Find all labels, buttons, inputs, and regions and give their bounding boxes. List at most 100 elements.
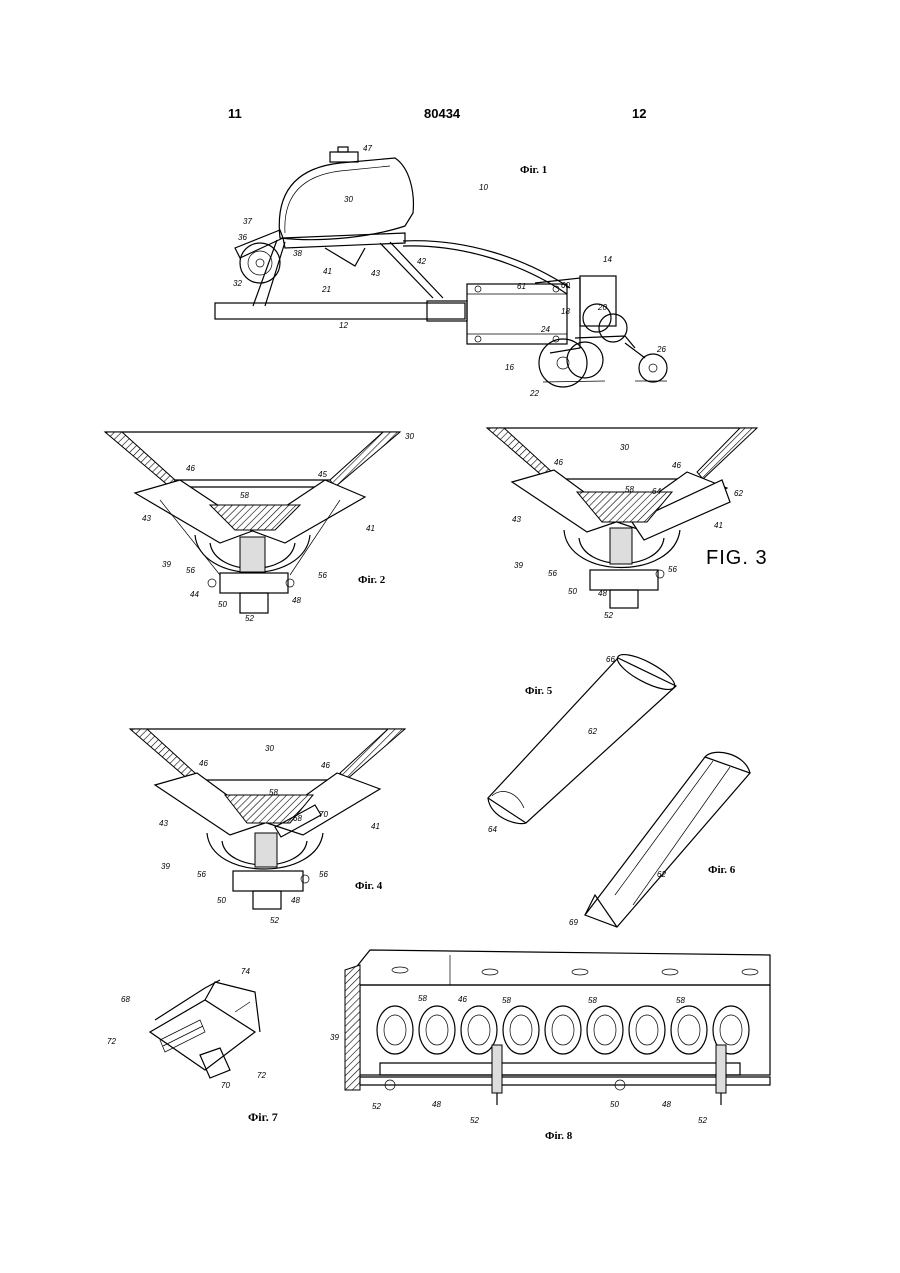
fig8-label: 58 xyxy=(588,996,597,1005)
fig4-label: 48 xyxy=(291,896,300,905)
fig1-label: 60 xyxy=(561,281,570,290)
fig4-label: 56 xyxy=(197,870,206,879)
fig3-label: 46 xyxy=(554,458,563,467)
fig2-label: 58 xyxy=(240,491,249,500)
fig8-label: 52 xyxy=(372,1102,381,1111)
fig5-label: 64 xyxy=(488,825,497,834)
fig5-label: 66 xyxy=(606,655,615,664)
fig3-label: 50 xyxy=(568,587,577,596)
figure-8-caption: Фіг. 8 xyxy=(545,1130,572,1142)
figure-5-caption: Фіг. 5 xyxy=(525,685,552,697)
fig4-label: 46 xyxy=(199,759,208,768)
figure-3-drawing: 30 46 46 58 64 62 43 41 39 56 56 50 48 5… xyxy=(482,422,772,627)
fig4-label: 43 xyxy=(159,819,168,828)
figure-6-drawing: 62 69 xyxy=(555,745,765,935)
fig7-label: 72 xyxy=(257,1071,266,1080)
fig2-label: 44 xyxy=(190,590,199,599)
page-number-right: 12 xyxy=(632,106,646,121)
fig2-label: 43 xyxy=(142,514,151,523)
fig3-label: 39 xyxy=(514,561,523,570)
fig3-label: 30 xyxy=(620,443,629,452)
fig1-label: 10 xyxy=(479,183,488,192)
fig3-label: 56 xyxy=(668,565,677,574)
fig1-label: 43 xyxy=(371,269,380,278)
fig4-label: 46 xyxy=(321,761,330,770)
fig8-label: 50 xyxy=(610,1100,619,1109)
fig1-label: 61 xyxy=(517,282,526,291)
fig3-label: 43 xyxy=(512,515,521,524)
fig2-label: 46 xyxy=(186,464,195,473)
figure-4-drawing: 30 46 46 58 68 70 43 41 39 56 56 50 48 5… xyxy=(125,723,410,928)
fig1-label: 22 xyxy=(529,389,539,398)
fig4-label: 39 xyxy=(161,862,170,871)
fig3-label: 64 xyxy=(652,487,661,496)
fig1-label: 42 xyxy=(417,257,426,266)
fig2-label: 52 xyxy=(245,614,254,623)
fig8-label: 39 xyxy=(330,1033,339,1042)
fig3-label: 41 xyxy=(714,521,723,530)
fig4-label: 41 xyxy=(371,822,380,831)
figure-7-drawing: 74 68 72 72 70 xyxy=(95,960,295,1090)
fig1-label: 14 xyxy=(603,255,612,264)
fig1-label: 32 xyxy=(233,279,242,288)
fig2-label: 30 xyxy=(405,432,414,441)
figure-4-caption: Фіг. 4 xyxy=(355,880,382,892)
patent-number: 80434 xyxy=(424,106,460,121)
fig4-label: 56 xyxy=(319,870,328,879)
fig2-label: 50 xyxy=(218,600,227,609)
figure-2-caption: Фіг. 2 xyxy=(358,574,385,586)
fig4-label: 58 xyxy=(269,788,278,797)
fig3-label: 52 xyxy=(604,611,613,620)
fig4-label: 50 xyxy=(217,896,226,905)
fig1-label: 24 xyxy=(540,325,550,334)
fig3-label: 48 xyxy=(598,589,607,598)
fig7-label: 72 xyxy=(107,1037,116,1046)
figure-1-caption: Фіг. 1 xyxy=(520,164,547,176)
fig6-label: 69 xyxy=(569,918,578,927)
figure-2-drawing: 30 46 45 58 43 41 39 56 56 44 50 48 52 xyxy=(100,425,430,625)
fig2-label: 48 xyxy=(292,596,301,605)
fig8-label: 46 xyxy=(458,995,467,1004)
fig8-label: 52 xyxy=(470,1116,479,1125)
fig8-label: 48 xyxy=(432,1100,441,1109)
fig4-label: 52 xyxy=(270,916,279,925)
fig1-label: 12 xyxy=(339,321,348,330)
fig1-label: 38 xyxy=(293,249,302,258)
fig2-label: 45 xyxy=(318,470,327,479)
figure-1-drawing: 47 30 10 37 36 38 41 43 42 14 32 21 61 6… xyxy=(205,138,705,403)
fig4-label: 68 xyxy=(293,814,302,823)
fig1-label: 16 xyxy=(505,363,514,372)
fig1-label: 26 xyxy=(656,345,666,354)
fig7-label: 68 xyxy=(121,995,130,1004)
fig2-label: 56 xyxy=(318,571,327,580)
figure-7-caption: Фіг. 7 xyxy=(248,1110,278,1125)
fig5-label: 62 xyxy=(588,727,597,736)
fig1-label: 18 xyxy=(561,307,570,316)
fig3-label: 58 xyxy=(625,485,634,494)
fig7-label: 74 xyxy=(241,967,250,976)
fig2-label: 39 xyxy=(162,560,171,569)
figure-8-drawing: 58 46 58 58 58 39 52 48 52 50 48 52 xyxy=(320,945,780,1140)
fig4-label: 70 xyxy=(319,810,328,819)
fig1-label: 41 xyxy=(323,267,332,276)
fig1-label: 21 xyxy=(321,285,331,294)
fig3-label: 62 xyxy=(734,489,743,498)
fig8-label: 58 xyxy=(676,996,685,1005)
fig4-label: 30 xyxy=(265,744,274,753)
fig1-label: 47 xyxy=(363,144,372,153)
fig1-label: 20 xyxy=(597,303,607,312)
fig1-label: 36 xyxy=(238,233,247,242)
fig7-label: 70 xyxy=(221,1081,230,1090)
page-number-left: 11 xyxy=(228,106,242,121)
fig1-label: 37 xyxy=(243,217,252,226)
fig1-label: 30 xyxy=(344,195,353,204)
figure-6-caption: Фіг. 6 xyxy=(708,864,735,876)
fig3-label: 46 xyxy=(672,461,681,470)
fig2-label: 56 xyxy=(186,566,195,575)
figure-3-caption: FIG. 3 xyxy=(706,547,768,570)
fig8-label: 58 xyxy=(502,996,511,1005)
fig3-label: 56 xyxy=(548,569,557,578)
fig8-label: 48 xyxy=(662,1100,671,1109)
fig8-label: 58 xyxy=(418,994,427,1003)
fig6-label: 62 xyxy=(657,870,666,879)
